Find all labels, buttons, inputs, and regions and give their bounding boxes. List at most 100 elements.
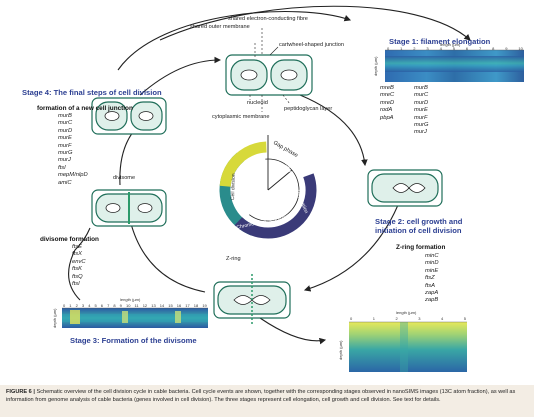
stage3-length-label: length (µm) [120, 297, 141, 302]
zring-heading: Z-ring formation [396, 244, 446, 251]
label-divisome: divisome [113, 175, 136, 181]
arrow-stage4-to-top-cell [139, 56, 222, 96]
gene: zapB [425, 297, 439, 304]
nanosims-stage3 [62, 307, 208, 328]
stage1-right-gene-list: murB murC murD murE murF murG murJ [414, 85, 429, 137]
gene: murF [414, 114, 428, 121]
stage4-title: Stage 4: The final steps of cell divisio… [22, 88, 162, 97]
stage1-ticks: 0 1 2 3 4 5 6 7 8 9 10 [387, 46, 523, 51]
tick-label: 5 [463, 316, 466, 321]
junction-heading: formation of a new cell junction [37, 105, 133, 112]
label-peptidoglycan: peptidoglycan layer [284, 106, 333, 112]
gene: murJ [58, 157, 71, 164]
gene: pbpA [380, 114, 394, 121]
arrow-zring-to-stage3 [128, 218, 206, 293]
label-fibre: shared electron-conducting fibre [228, 16, 308, 22]
figure-caption: FIGURE 6 | Schematic overview of the cel… [0, 385, 534, 417]
arrow-top-right-big [159, 5, 471, 41]
gene: murD [414, 99, 429, 106]
zring-gene-list: minC minD minE ftsZ ftsA zapA zapB [425, 253, 439, 305]
gene: mreB [380, 85, 394, 91]
gene: ftsX [72, 251, 82, 258]
caption-text: FIGURE 6 | Schematic overview of the cel… [6, 389, 524, 404]
gene: murC [58, 120, 73, 127]
tick-label: 5 [452, 46, 455, 51]
label-outer-membrane: shared outer membrane [190, 24, 250, 30]
tick-label: 7 [107, 303, 110, 308]
tick-label: 11 [134, 303, 139, 308]
cell-pair-stage4 [91, 97, 167, 135]
gene: ftsK [72, 266, 82, 273]
label-nucleoid: nucleoid [247, 100, 268, 106]
tick-label: 10 [125, 303, 131, 308]
gene: mreD [380, 99, 395, 106]
gene: murF [58, 142, 72, 149]
gene: murB [414, 85, 428, 91]
junction-gene-list: murB murC murD murE murF murG murJ ftsI … [58, 113, 88, 187]
cell-stage2 [367, 169, 443, 207]
tick-label: 6 [465, 46, 469, 51]
tick-label: 10 [518, 46, 523, 51]
tick-label: 2 [413, 46, 416, 51]
arrow-stage3-image [68, 227, 91, 301]
gene: murG [414, 122, 429, 129]
stage1-depth-label: depth (µm) [373, 56, 378, 76]
cell-zring [213, 274, 291, 326]
gene: minE [425, 267, 439, 274]
stage2-length-label: length (µm) [396, 310, 417, 315]
stage1-title: Stage 1: filament elongation [389, 37, 491, 46]
tick-label: 9 [119, 303, 122, 308]
cell-divisome [91, 189, 167, 227]
diagram-canvas [62, 5, 524, 372]
gene: murJ [414, 129, 427, 136]
gene: ftsQ [72, 273, 83, 280]
arrow-zring-to-stage2-image [259, 317, 327, 345]
gene: ftsI [58, 164, 66, 171]
tick-label: 3 [81, 303, 85, 308]
tick-label: 7 [478, 46, 482, 51]
tick-label: 16 [176, 303, 182, 308]
stage1-length-label: length (µm) [440, 42, 461, 47]
gene: ftsE [72, 244, 82, 250]
stage3-title: Stage 3: Formation of the divisome [70, 336, 197, 345]
gene: minD [425, 260, 439, 267]
gene: murE [58, 135, 72, 142]
nanosims-stage2 [349, 321, 467, 372]
stage2-title-line1: Stage 2: cell growth and [375, 217, 463, 226]
tick-label: 8 [113, 303, 116, 308]
gene: minC [425, 253, 439, 259]
gene: rodA [380, 107, 393, 114]
tick-label: 13 [151, 303, 156, 308]
tick-label: 8 [492, 46, 495, 51]
stage1-left-gene-list: mreB mreC mreD rodA pbpA [380, 85, 394, 122]
gene: ftsA [425, 282, 435, 289]
stage3-ticks: 0 1 2 3 4 5 6 7 8 9 10 11 12 13 14 15 16… [63, 303, 207, 308]
structure-leaders [249, 28, 291, 112]
arrow-top-to-stage1 [299, 94, 368, 167]
tick-label: 12 [142, 303, 148, 308]
gene: murC [414, 92, 429, 99]
gene: murE [414, 107, 428, 114]
nanosims-stage1 [385, 49, 524, 82]
tick-label: 6 [100, 303, 104, 308]
tick-label: 1 [372, 316, 375, 321]
tick-label: 4 [439, 46, 442, 51]
gene: murG [58, 150, 73, 157]
tick-label: 9 [505, 46, 508, 51]
cycle-division: Cell division [230, 173, 237, 201]
stage2-depth-label: depth (µm) [338, 340, 343, 360]
tick-label: 0 [387, 46, 390, 51]
tick-label: 0 [350, 316, 353, 321]
label-zring: Z-ring [226, 256, 241, 262]
arrow-stage4-to-top [117, 10, 352, 71]
tick-label: 2 [75, 303, 78, 308]
gene: mepM/nlpD [58, 172, 88, 179]
stage2-title-line2: initiation of cell division [375, 226, 462, 235]
tick-label: 0 [63, 303, 66, 308]
gene: amiC [58, 179, 72, 186]
gene: murD [58, 127, 73, 134]
tick-label: 19 [202, 303, 207, 308]
cycle-arrows [68, 5, 471, 345]
caption-label: FIGURE 6 | [6, 389, 35, 395]
gene: ftsI [72, 281, 80, 288]
